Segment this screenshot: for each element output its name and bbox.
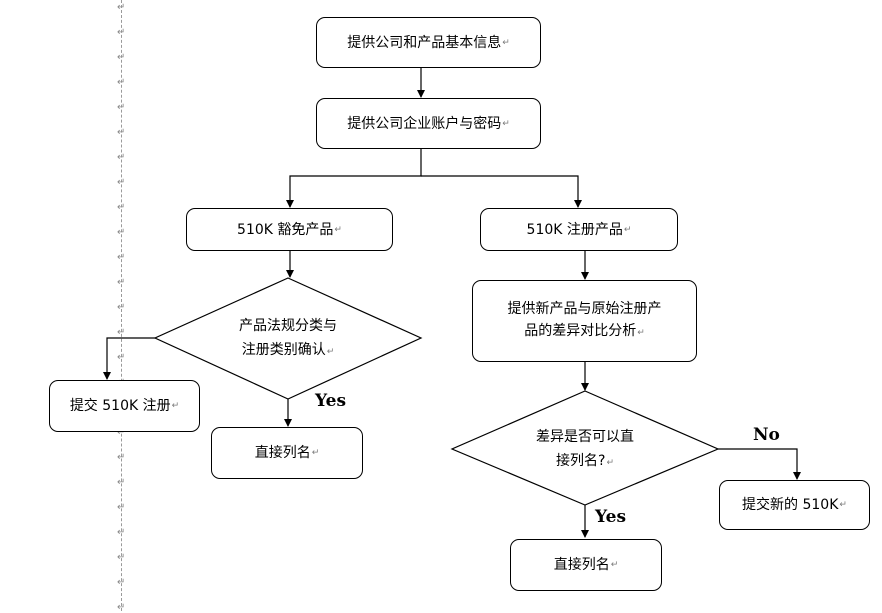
- edge-label-yes-right: Yes: [595, 507, 627, 527]
- decision-difference-line2: 接列名?: [556, 453, 606, 469]
- decision-difference-diamond: [450, 390, 720, 506]
- node-submit-510k-registration-text: 提交 510K 注册: [69, 398, 171, 414]
- node-510k-registered-text: 510K 注册产品: [526, 221, 623, 238]
- node-510k-registered: 510K 注册产品↵: [480, 208, 678, 251]
- node-provide-company-info-text: 提供公司和产品基本信息: [347, 34, 502, 51]
- paragraph-mark: ↵: [117, 27, 126, 38]
- arrow-d1-left: [103, 337, 155, 380]
- edge-label-yes-left: Yes: [315, 391, 347, 411]
- decision-classification-line2: 注册类别确认: [241, 342, 326, 358]
- paragraph-mark: ↵: [117, 202, 126, 213]
- paragraph-mark: ↵: [117, 2, 126, 13]
- paragraph-mark: ↵: [117, 502, 126, 513]
- paragraph-mark: ↵: [117, 252, 126, 263]
- paragraph-mark: ↵: [117, 577, 126, 588]
- paragraph-mark: ↵: [117, 177, 126, 188]
- paragraph-mark: ↵: [117, 477, 126, 488]
- paragraph-mark: ↵: [117, 302, 126, 313]
- node-510k-exempt: 510K 豁免产品↵: [186, 208, 393, 251]
- node-provide-company-info: 提供公司和产品基本信息↵: [316, 17, 541, 68]
- decision-classification-text: 产品法规分类与 注册类别确认↵: [188, 314, 388, 364]
- paragraph-mark: ↵: [117, 102, 126, 113]
- decision-difference-text: 差异是否可以直 接列名?↵: [485, 425, 685, 475]
- paragraph-mark: ↵: [117, 427, 126, 438]
- branch-n2-split: [286, 149, 422, 208]
- paragraph-mark: ↵: [117, 527, 126, 538]
- node-direct-listing-right-text: 直接列名: [553, 557, 610, 573]
- decision-difference-line1: 差异是否可以直: [536, 429, 634, 445]
- paragraph-mark: ↵: [117, 152, 126, 163]
- node-direct-listing-left: 直接列名↵: [211, 427, 363, 479]
- branch-n2-right: [421, 175, 582, 208]
- node-difference-analysis: 提供新产品与原始注册产 品的差异对比分析↵: [472, 280, 697, 362]
- node-direct-listing-right: 直接列名↵: [510, 539, 662, 591]
- paragraph-mark: ↵: [117, 602, 126, 613]
- paragraph-mark: ↵: [117, 277, 126, 288]
- node-direct-listing-left-text: 直接列名: [254, 445, 311, 461]
- paragraph-mark: ↵: [117, 227, 126, 238]
- paragraph-mark: ↵: [117, 327, 126, 338]
- node-submit-new-510k-text: 提交新的 510K: [742, 497, 839, 513]
- node-submit-510k-registration: 提交 510K 注册↵: [49, 380, 200, 432]
- decision-classification-diamond: [153, 277, 423, 400]
- node-difference-analysis-line1: 提供新产品与原始注册产: [507, 301, 662, 317]
- paragraph-mark: ↵: [117, 77, 126, 88]
- node-provide-account-text: 提供公司企业账户与密码: [347, 115, 502, 132]
- node-difference-analysis-line2: 品的差异对比分析: [524, 323, 637, 339]
- node-submit-new-510k: 提交新的 510K↵: [719, 480, 870, 530]
- paragraph-mark: ↵: [117, 52, 126, 63]
- paragraph-mark: ↵: [117, 127, 126, 138]
- left-margin-line: [121, 0, 122, 611]
- decision-classification-line1: 产品法规分类与: [239, 318, 337, 334]
- edge-label-no: No: [753, 425, 780, 445]
- node-provide-account: 提供公司企业账户与密码↵: [316, 98, 541, 149]
- paragraph-mark: ↵: [117, 552, 126, 563]
- arrow-d2-no: [718, 448, 801, 480]
- paragraph-mark: ↵: [117, 352, 126, 363]
- paragraph-mark: ↵: [117, 452, 126, 463]
- node-510k-exempt-text: 510K 豁免产品: [237, 221, 334, 238]
